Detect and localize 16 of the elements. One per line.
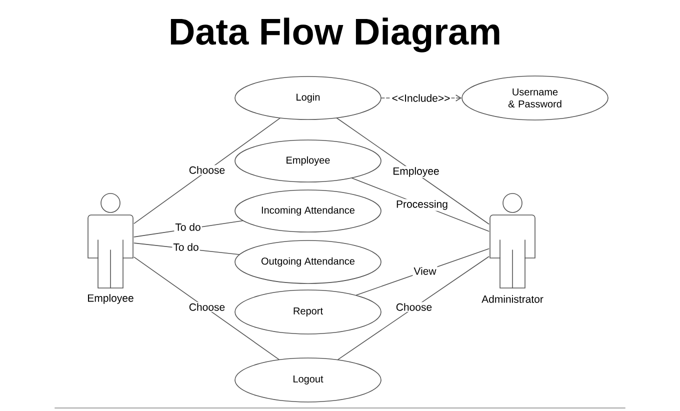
edge-label: Employee bbox=[392, 166, 440, 178]
connector-line bbox=[336, 118, 490, 224]
title: Data Flow Diagram bbox=[170, 18, 500, 52]
edge-label: To do bbox=[172, 242, 200, 252]
connector-line bbox=[338, 256, 490, 360]
edge-label: Choose bbox=[188, 165, 226, 175]
edge-label: Processing bbox=[395, 199, 449, 211]
edge-label: View bbox=[412, 266, 438, 276]
actor-label: Administrator bbox=[482, 295, 544, 303]
connector-line bbox=[134, 256, 280, 360]
actor-label: Employee bbox=[88, 294, 134, 304]
edge-label: Choose bbox=[188, 302, 226, 312]
edge-label: <<Include>> bbox=[390, 93, 452, 103]
edge-label: Choose bbox=[394, 302, 434, 312]
connector-line bbox=[134, 118, 280, 224]
edge-label: To do bbox=[174, 222, 202, 232]
